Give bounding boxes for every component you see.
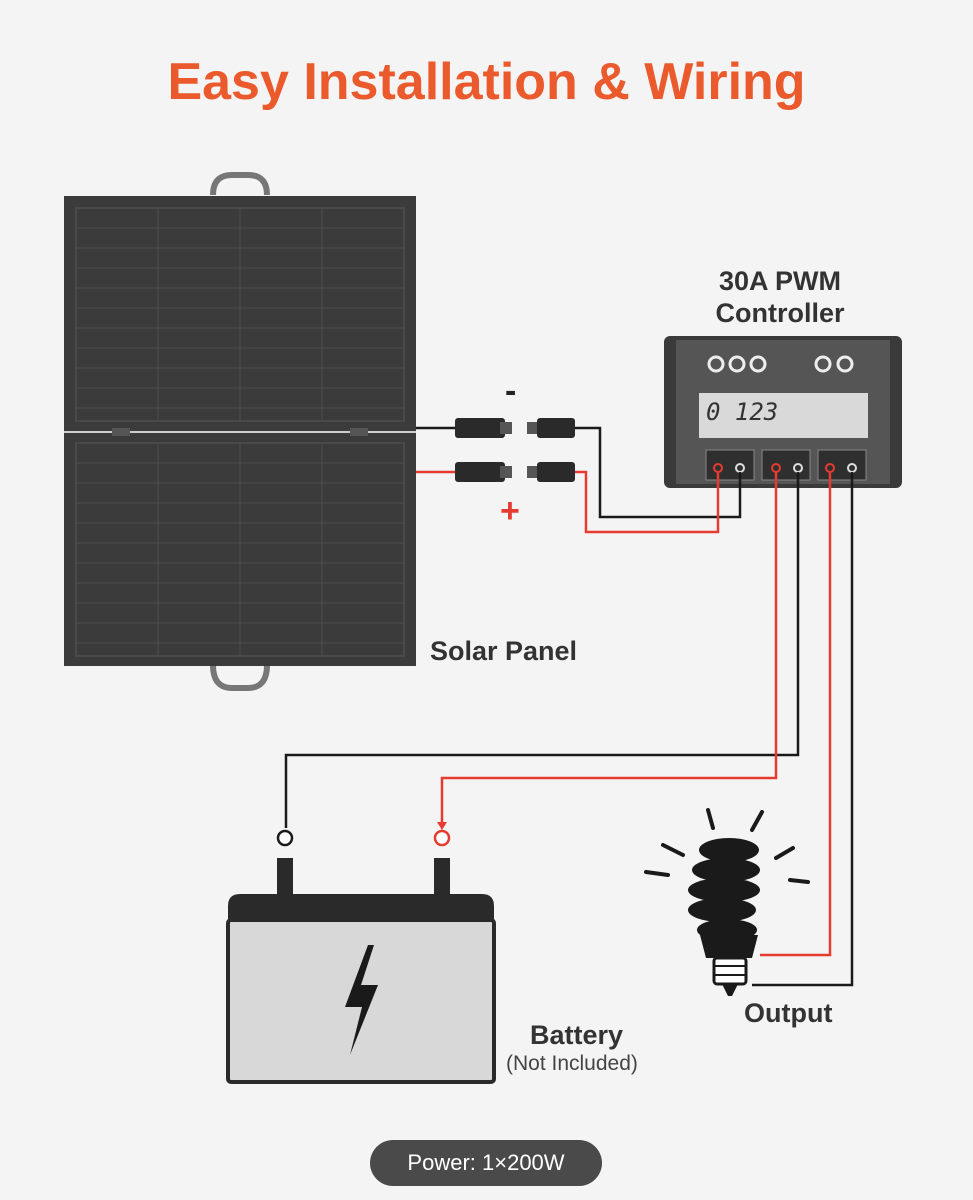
panel-handle-bottom [210,664,270,691]
solar-panel-label: Solar Panel [430,636,578,666]
battery-label: Battery [530,1020,624,1050]
mc4-connectors [455,418,575,482]
panel-handle-top [210,172,270,196]
controller-lcd [699,393,868,438]
negative-sign: - [505,372,517,410]
charge-controller [664,336,902,488]
power-badge: Power: 1×200W [370,1140,602,1186]
battery [226,829,496,1084]
output-label: Output [744,998,833,1028]
battery-note: (Not Included) [506,1052,638,1075]
controller-display-text: 0 123 [706,398,779,426]
lightning-icon [345,945,378,1055]
controller-label: 30A PWM Controller [715,266,845,328]
positive-sign: + [500,492,520,530]
page-title: Easy Installation & Wiring [167,53,806,111]
light-bulb-icon [644,808,810,996]
solar-panel [64,172,416,691]
